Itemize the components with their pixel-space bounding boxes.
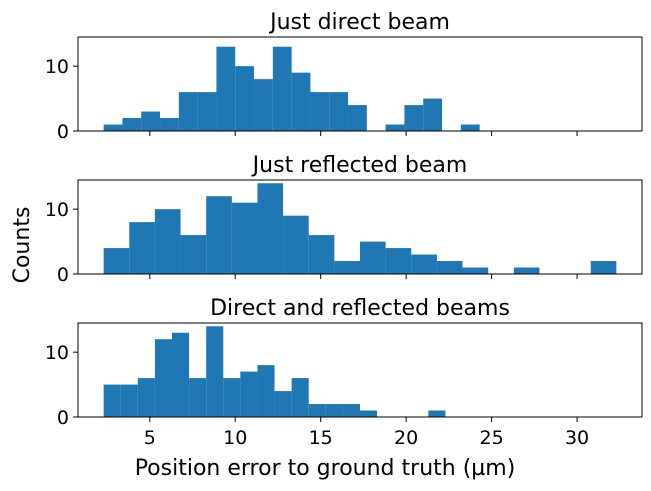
histogram-bar — [235, 66, 255, 131]
histogram-bar — [329, 92, 349, 131]
x-tick-label: 5 — [144, 427, 156, 449]
histogram-bar — [423, 98, 443, 131]
histogram-bar — [460, 124, 480, 131]
histogram-bar — [348, 105, 367, 131]
histogram-bar — [385, 124, 405, 131]
histogram-bar — [129, 222, 155, 274]
histogram-bar — [178, 92, 198, 131]
x-tick-label: 25 — [480, 427, 504, 449]
histogram-bar — [103, 124, 123, 131]
y-tick-label: 0 — [57, 264, 69, 286]
histogram-bar — [122, 118, 142, 131]
histogram-bar — [223, 378, 241, 417]
histogram-bar — [404, 105, 424, 131]
panel-title: Just reflected beam — [251, 153, 468, 178]
histogram-bar — [428, 410, 446, 417]
y-tick-label: 10 — [45, 199, 69, 221]
histogram-bar — [103, 248, 130, 274]
x-tick-label: 15 — [309, 427, 333, 449]
histogram-bar — [197, 92, 217, 131]
axes-frame — [77, 322, 643, 418]
histogram-bar — [206, 196, 232, 274]
x-tick-label: 20 — [394, 427, 418, 449]
panel-title: Just direct beam — [268, 10, 450, 35]
histogram-bar — [154, 209, 181, 274]
histogram-bar — [231, 202, 258, 274]
y-tick-label: 10 — [45, 56, 69, 78]
histogram-bar — [274, 391, 292, 417]
histogram-bar — [283, 215, 309, 274]
histogram-bar — [216, 46, 236, 131]
panel-2: Just reflected beam 0 10 — [45, 153, 643, 286]
histogram-bar — [272, 46, 292, 131]
histogram-bar — [254, 79, 273, 131]
histogram-bar — [308, 235, 335, 274]
histogram-bar — [120, 384, 138, 417]
panel-1: Just direct beam 0 10 — [45, 10, 643, 143]
histogram-bar — [172, 332, 190, 417]
y-tick-label: 0 — [57, 407, 69, 429]
y-tick-label: 0 — [57, 121, 69, 143]
x-tick-label: 30 — [565, 427, 589, 449]
histogram-bar — [141, 111, 161, 131]
panel-title: Direct and reflected beams — [210, 296, 510, 321]
histogram-bar — [360, 410, 378, 417]
histogram-bar — [240, 371, 258, 417]
histogram-bar — [189, 378, 207, 417]
histogram-bar — [513, 267, 540, 274]
histogram-bar — [137, 378, 155, 417]
histogram-bar — [334, 261, 360, 274]
histogram-bar — [342, 404, 360, 417]
histogram-bar — [180, 235, 207, 274]
histogram-bar — [360, 241, 386, 274]
x-tick-label: 10 — [223, 427, 247, 449]
histogram-bar — [291, 378, 309, 417]
histogram-bar — [308, 404, 326, 417]
axes-frame — [77, 179, 643, 275]
histogram-bar — [462, 267, 489, 274]
histogram-bar — [154, 339, 172, 417]
axes-frame — [77, 36, 643, 132]
histogram-bar — [291, 72, 311, 131]
histogram-bar — [590, 261, 617, 274]
histogram-bar — [325, 404, 343, 417]
histogram-bar — [103, 384, 121, 417]
figure-xlabel: Position error to ground truth (µm) — [135, 456, 516, 481]
histogram-bar — [385, 248, 412, 274]
figure-ylabel: Counts — [10, 207, 35, 284]
histogram-bar — [411, 254, 437, 274]
histogram-bar — [436, 261, 463, 274]
panel-3: Direct and reflected beams 0 10 5 10 15 20 25 30 — [45, 296, 643, 449]
histogram-bar — [257, 365, 275, 417]
histogram-bar — [160, 118, 179, 131]
histogram-bar — [257, 183, 284, 274]
histogram-bar — [310, 92, 330, 131]
y-tick-label: 10 — [45, 342, 69, 364]
histogram-bar — [206, 326, 224, 417]
